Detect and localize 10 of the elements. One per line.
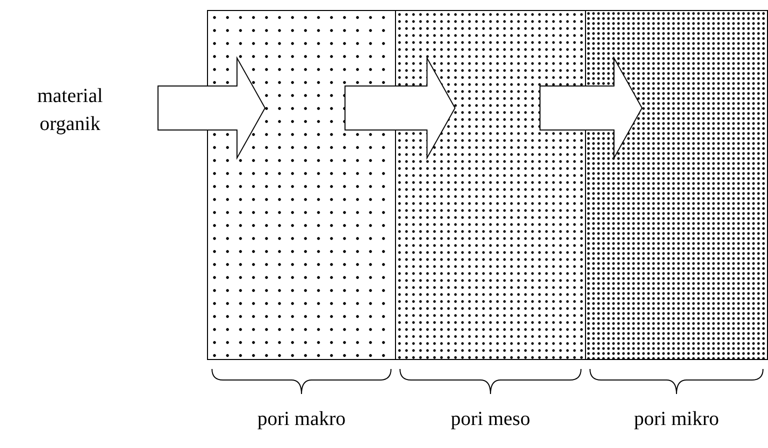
block-arrow [158, 56, 266, 160]
region-label: pori mikro [633, 407, 720, 432]
region-label: pori makro [256, 407, 347, 432]
dotted-region [207, 10, 396, 360]
dotted-region [395, 10, 586, 360]
dotted-region [585, 10, 768, 360]
region-label: pori meso [450, 407, 532, 432]
block-arrow [540, 56, 643, 160]
text-label: material organik [20, 82, 120, 138]
block-arrow [344, 56, 456, 160]
